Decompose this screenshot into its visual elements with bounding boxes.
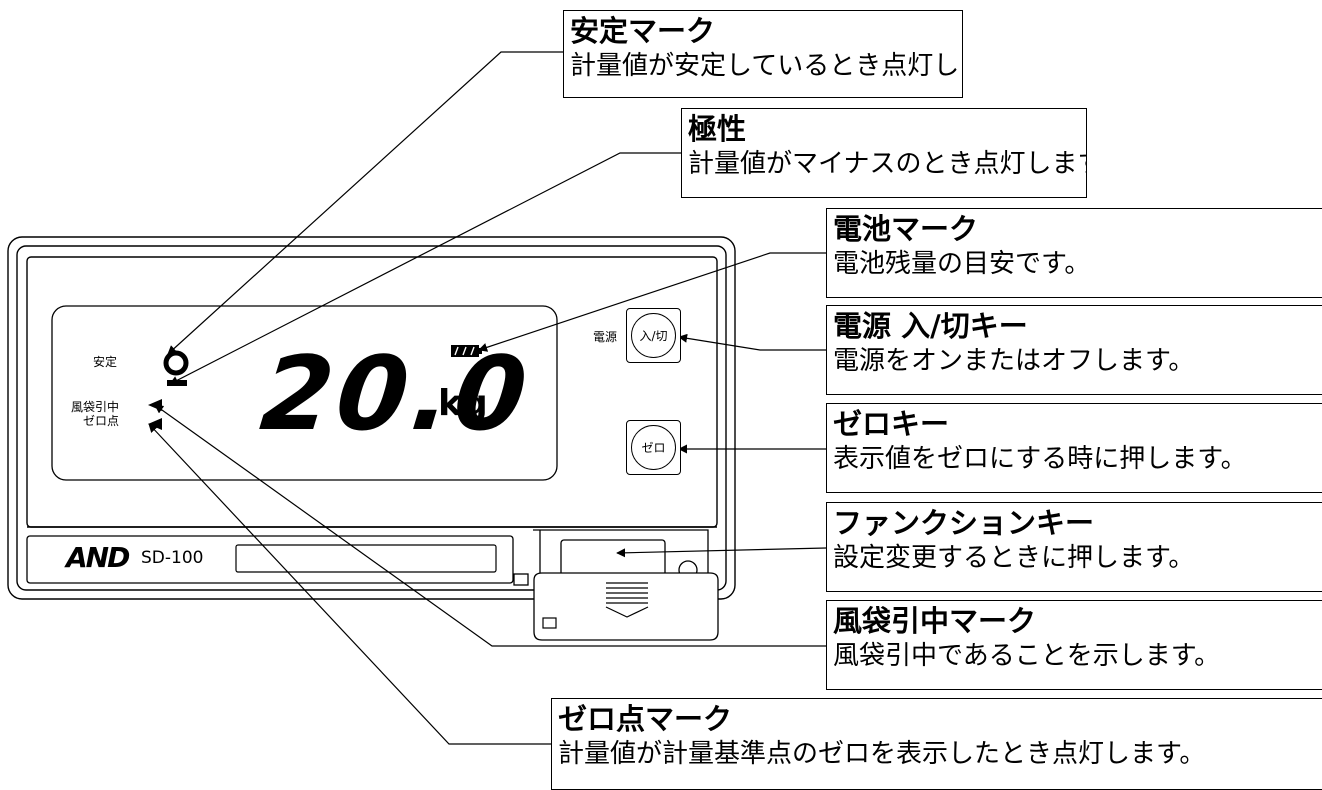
stable-label: 安定	[93, 355, 118, 369]
callout-desc: 電池残量の目安です。	[833, 249, 1091, 279]
leader-zero-point	[148, 423, 551, 745]
callout-title: 極性	[688, 112, 747, 146]
callout-desc: 計量値が安定しているとき点灯します。	[570, 51, 962, 81]
leader-tare	[154, 404, 826, 647]
callout-desc: 計量値がマイナスのとき点灯します。	[688, 149, 1087, 179]
callout-polarity: 極性 計量値がマイナスのとき点灯します。	[681, 108, 1087, 198]
callout-function: ファンクションキー 設定変更するときに押します。	[826, 502, 1322, 592]
weight-reading: 20.0	[255, 335, 536, 454]
callout-title: ファンクションキー	[833, 506, 1095, 540]
leader-power	[678, 333, 826, 351]
cover-grip-icon	[605, 582, 649, 618]
unit-label: kg	[438, 383, 488, 424]
callout-title: ゼロ点マーク	[558, 702, 733, 736]
callout-zero-point: ゼロ点マーク 計量値が計量基準点のゼロを表示したとき点灯します。	[551, 698, 1322, 790]
callout-desc: 表示値をゼロにする時に押します。	[833, 444, 1247, 474]
lcd-window	[51, 305, 558, 481]
zero-key[interactable]: ゼロ	[626, 420, 681, 475]
zero-point-indicator	[148, 418, 162, 430]
callout-title: ゼロキー	[833, 407, 950, 441]
battery-icon	[451, 345, 482, 357]
cover-slot	[542, 617, 557, 629]
callout-title: 風袋引中マーク	[833, 604, 1037, 638]
callout-title: 電池マーク	[833, 212, 979, 246]
callout-power: 電源 入/切キー 電源をオンまたはオフします。	[826, 305, 1322, 395]
callout-title: 電源 入/切キー	[833, 309, 1028, 343]
zero-point-label: ゼロ点	[83, 414, 120, 428]
callout-zero-key: ゼロキー 表示値をゼロにする時に押します。	[826, 403, 1322, 493]
callout-desc: 計量値が計量基準点のゼロを表示したとき点灯します。	[558, 739, 1206, 769]
leader-battery	[478, 252, 826, 352]
callout-title: 安定マーク	[570, 14, 716, 48]
power-key-label: 入/切	[631, 313, 676, 358]
brand-logo: AND	[66, 541, 130, 574]
leader-stable	[167, 51, 563, 355]
callout-desc: 設定変更するときに押します。	[833, 543, 1195, 573]
nameplate-strip	[26, 535, 514, 584]
model-name: SD-100	[141, 548, 204, 568]
tare-label: 風袋引中	[71, 400, 120, 414]
callout-desc: 風袋引中であることを示します。	[833, 641, 1221, 671]
callout-stable: 安定マーク 計量値が安定しているとき点灯します。	[563, 10, 963, 98]
callout-desc: 電源をオンまたはオフします。	[833, 346, 1195, 376]
zero-key-label: ゼロ	[631, 425, 676, 470]
callout-battery: 電池マーク 電池残量の目安です。	[826, 208, 1322, 298]
leader-function	[616, 547, 827, 558]
leader-lines	[148, 51, 827, 745]
power-key[interactable]: 入/切	[626, 308, 681, 363]
function-key-compartment	[513, 529, 709, 586]
leader-polarity	[169, 152, 681, 385]
label-slot	[235, 544, 497, 573]
power-label: 電源	[593, 330, 618, 344]
stable-mark	[163, 350, 189, 376]
callout-tare: 風袋引中マーク 風袋引中であることを示します。	[826, 600, 1322, 690]
device-housing	[7, 236, 736, 600]
function-key-cover[interactable]	[533, 572, 719, 641]
